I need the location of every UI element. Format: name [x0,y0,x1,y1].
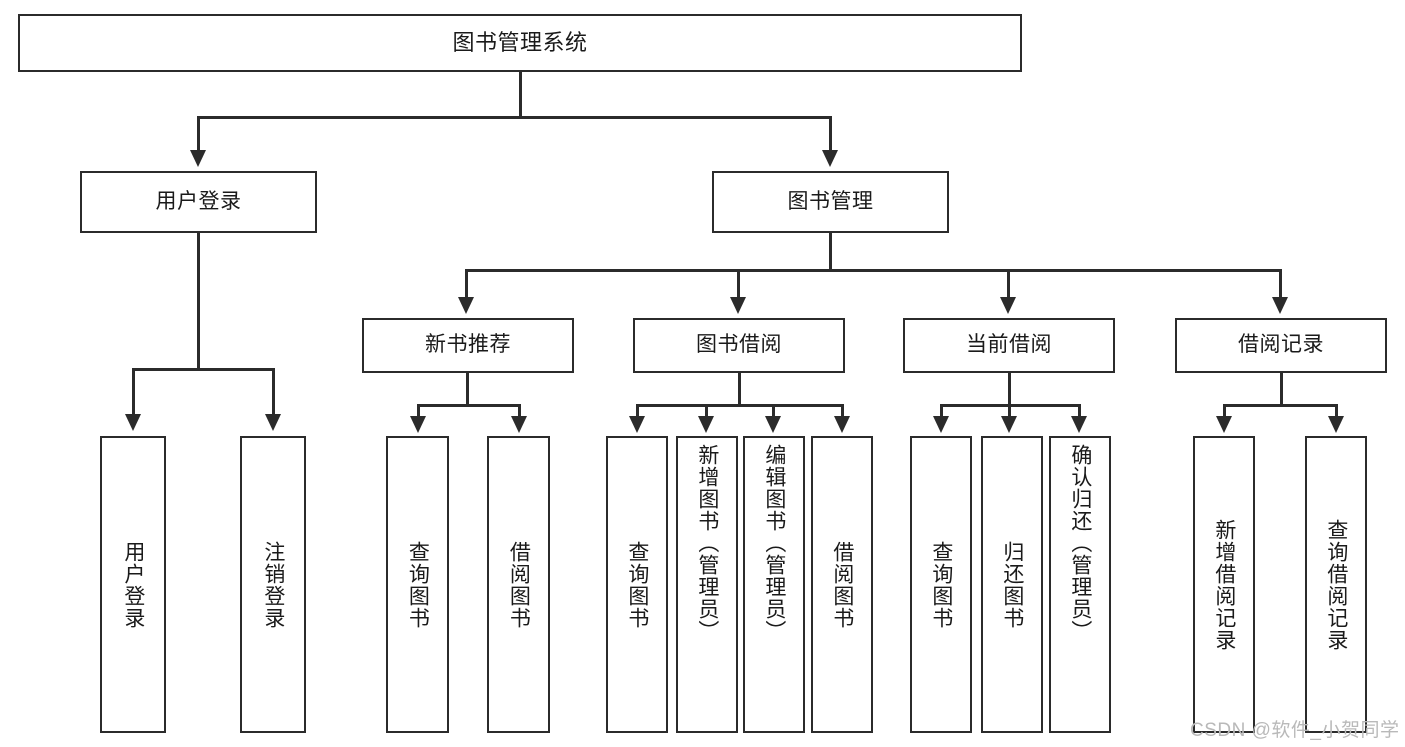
leaf-confirm-return[interactable]: 确认归还（管理员） [1049,436,1111,733]
connector-user-login-bus [133,368,275,371]
node-book-borrow[interactable]: 图书借阅 [633,318,845,373]
connector-to-borrow-record [1279,269,1282,300]
leaf-edit-book[interactable]: 编辑图书（管理员） [743,436,805,733]
arrowhead-user-login [190,150,206,167]
leaf-query-book-3[interactable]: 查询图书 [910,436,972,733]
arrowhead-leaf-logout [265,414,281,431]
node-label: 图书借阅 [696,333,782,357]
arrowhead-current-borrow [1000,297,1016,314]
leaf-query-record[interactable]: 查询借阅记录 [1305,436,1367,733]
connector-new-book-recommend-stem [466,373,469,406]
connector-root-bus [198,116,832,119]
node-label: 当前借阅 [966,333,1052,357]
node-label: 图书管理系统 [452,30,588,56]
arrowhead-leaf-add-book [698,416,714,433]
arrowhead-book-borrow [730,297,746,314]
connector-root-to-book-management [829,116,832,154]
arrowhead-leaf-confirm-return [1071,416,1087,433]
connector-current-borrow-stem [1008,373,1011,406]
leaf-query-book-1[interactable]: 查询图书 [386,436,449,733]
node-new-book-recommend[interactable]: 新书推荐 [362,318,574,373]
leaf-return-book[interactable]: 归还图书 [981,436,1043,733]
arrowhead-leaf-add-record [1216,416,1232,433]
arrowhead-borrow-record [1272,297,1288,314]
arrowhead-leaf-user-login [125,414,141,431]
leaf-label: 确认归还（管理员） [1068,444,1092,642]
arrowhead-leaf-return-book [1001,416,1017,433]
connector-root-stem [519,72,522,118]
connector-to-new-book-recommend [465,269,468,300]
arrowhead-leaf-borrow-book-2 [834,416,850,433]
leaf-label: 查询借阅记录 [1324,518,1348,651]
node-current-borrow[interactable]: 当前借阅 [903,318,1115,373]
connector-to-book-borrow [737,269,740,300]
connector-book-borrow-bus [637,404,844,407]
arrowhead-leaf-borrow-book-1 [511,416,527,433]
leaf-label: 新增图书（管理员） [695,444,719,642]
connector-new-book-recommend-bus [418,404,521,407]
arrowhead-book-management [822,150,838,167]
node-label: 新书推荐 [425,333,511,357]
leaf-label: 归还图书 [1000,540,1024,629]
leaf-label: 查询图书 [929,540,953,629]
arrowhead-leaf-query-record [1328,416,1344,433]
connector-br-leaf2 [1335,404,1338,420]
leaf-borrow-book-1[interactable]: 借阅图书 [487,436,550,733]
watermark-text: CSDN @软件_小贺同学 [1190,720,1400,741]
connector-book-borrow-stem [738,373,741,406]
connector-user-login-stem [197,233,200,370]
leaf-label: 用户登录 [121,540,145,629]
leaf-label: 查询图书 [406,540,430,629]
leaf-label: 借阅图书 [507,540,531,629]
node-label: 图书管理 [787,189,874,213]
arrowhead-leaf-query-book-1 [410,416,426,433]
connector-to-current-borrow [1007,269,1010,300]
leaf-add-book[interactable]: 新增图书（管理员） [676,436,738,733]
node-book-management-system[interactable]: 图书管理系统 [18,14,1022,72]
connector-borrow-record-bus [1224,404,1338,407]
leaf-borrow-book-2[interactable]: 借阅图书 [811,436,873,733]
connector-br-leaf1 [1223,404,1226,420]
node-borrow-record[interactable]: 借阅记录 [1175,318,1387,373]
connector-level3-bus [466,269,1282,272]
connector-current-borrow-bus [941,404,1081,407]
connector-nbr-leaf1 [417,404,420,420]
connector-bb-leaf4 [841,404,844,420]
connector-root-to-user-login [197,116,200,154]
connector-user-login-left [132,368,135,418]
leaf-add-record[interactable]: 新增借阅记录 [1193,436,1255,733]
arrowhead-new-book-recommend [458,297,474,314]
node-user-login[interactable]: 用户登录 [80,171,317,233]
node-label: 用户登录 [155,189,242,213]
node-label: 借阅记录 [1238,333,1324,357]
connector-cb-leaf3 [1078,404,1081,420]
leaf-label: 查询图书 [625,540,649,629]
connector-bb-leaf2 [705,404,708,420]
connector-bb-leaf3 [772,404,775,420]
connector-cb-leaf1 [940,404,943,420]
arrowhead-leaf-query-book-3 [933,416,949,433]
arrowhead-leaf-edit-book [765,416,781,433]
connector-cb-leaf2 [1008,404,1011,420]
arrowhead-leaf-query-book-2 [629,416,645,433]
connector-bb-leaf1 [636,404,639,420]
connector-book-management-stem [829,233,832,271]
leaf-logout[interactable]: 注销登录 [240,436,306,733]
leaf-label: 编辑图书（管理员） [762,444,786,642]
node-book-management[interactable]: 图书管理 [712,171,949,233]
leaf-label: 注销登录 [261,540,285,629]
connector-user-login-right [272,368,275,418]
leaf-user-login[interactable]: 用户登录 [100,436,166,733]
leaf-label: 新增借阅记录 [1212,518,1236,651]
connector-nbr-leaf2 [518,404,521,420]
connector-borrow-record-stem [1280,373,1283,406]
leaf-query-book-2[interactable]: 查询图书 [606,436,668,733]
leaf-label: 借阅图书 [830,540,854,629]
